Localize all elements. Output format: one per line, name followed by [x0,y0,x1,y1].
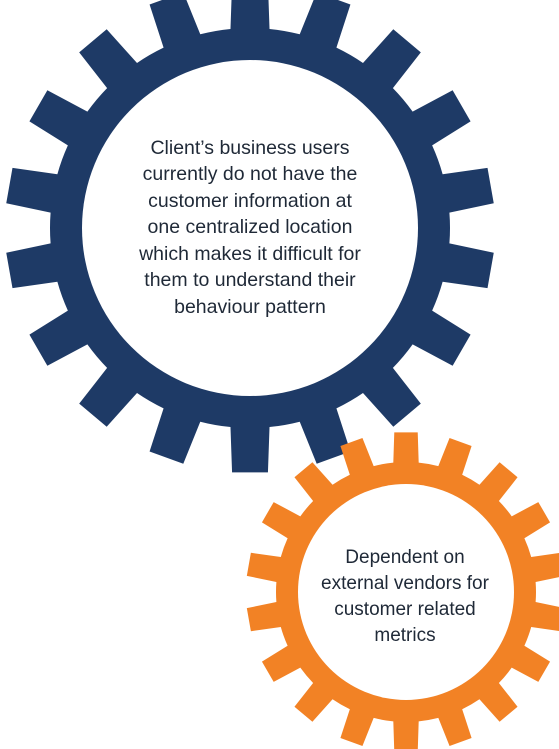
blue-gear-text: Client’s business users currently do not… [90,120,410,335]
blue-gear-text-line: currently do not have the [142,163,358,186]
blue-gear-text-line: behaviour pattern [174,295,326,318]
orange-gear-text-line: customer related [334,599,476,620]
orange-gear-text-line: metrics [374,625,436,646]
blue-gear-text-line: Client’s business users [150,136,350,159]
blue-gear-text-line: customer information at [148,189,352,212]
orange-gear-hub [298,484,514,700]
orange-gear-text-line: Dependent on [345,547,465,568]
orange-gear-text: Dependent on external vendors for custom… [300,532,510,662]
blue-gear-hub [82,60,418,396]
blue-gear-text-line: one centralized location [147,216,353,239]
blue-gear-text-line: which makes it difficult for [139,242,361,265]
blue-gear-text-line: them to understand their [144,269,356,292]
orange-gear-text-line: external vendors for [321,573,489,594]
